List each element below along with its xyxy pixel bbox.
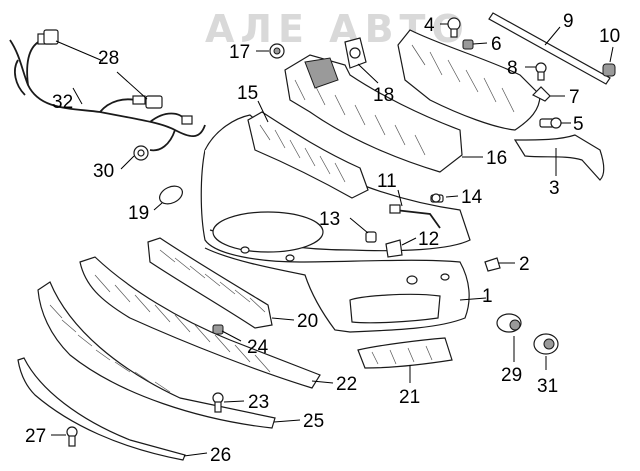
- callout-24: 24: [247, 337, 269, 358]
- connector-28: [43, 29, 163, 109]
- sensor-ring-19: [159, 185, 183, 205]
- callout-16: 16: [486, 148, 507, 169]
- bolt-23: [212, 392, 224, 413]
- upper-reinforcement-3: [397, 29, 605, 181]
- sensor-bezel-31: [533, 333, 559, 355]
- callout-9: 9: [563, 11, 574, 32]
- callout-15: 15: [237, 83, 258, 104]
- energy-absorber-15: [247, 111, 369, 199]
- callout-21: 21: [399, 387, 420, 408]
- callout-18: 18: [373, 85, 394, 106]
- callout-30: 30: [93, 161, 114, 182]
- clip-2: [484, 257, 501, 272]
- callout-7: 7: [569, 87, 580, 108]
- leader-lines: [51, 23, 614, 457]
- lower-grille-20: [147, 237, 273, 329]
- screw-5: [539, 117, 562, 129]
- seal-strip-9: [488, 12, 611, 85]
- callout-23: 23: [248, 392, 269, 413]
- lamp-wiring-11: [389, 204, 441, 229]
- callout-2: 2: [519, 254, 530, 275]
- bolt-8: [535, 62, 547, 81]
- callout-22: 22: [336, 374, 357, 395]
- callout-13: 13: [319, 209, 340, 230]
- callout-14: 14: [461, 187, 483, 208]
- air-deflector-25: [37, 281, 276, 429]
- callout-27: 27: [25, 426, 46, 447]
- callout-10: 10: [599, 26, 620, 47]
- callout-5: 5: [573, 114, 584, 135]
- callout-19: 19: [128, 203, 149, 224]
- reinforcement-beam-16: [284, 54, 463, 173]
- callout-32: 32: [52, 92, 73, 113]
- nut-6: [462, 39, 474, 50]
- bumper-stop-10: [602, 63, 616, 77]
- sensor-clip-30: [133, 145, 149, 161]
- bracket-18: [344, 37, 367, 69]
- screw-14: [430, 193, 444, 203]
- clip-13: [365, 231, 377, 243]
- clip-12: [385, 239, 403, 258]
- lower-trim-26: [17, 357, 186, 461]
- clip-17: [269, 43, 285, 59]
- lower-valance-22: [79, 256, 321, 389]
- callout-31: 31: [537, 376, 558, 397]
- callout-12: 12: [418, 229, 439, 250]
- callout-4: 4: [424, 15, 435, 36]
- screw-27: [66, 426, 78, 447]
- callout-8: 8: [507, 58, 518, 79]
- callout-26: 26: [210, 445, 231, 466]
- callout-29: 29: [501, 365, 522, 386]
- lamp-bezel-21: [357, 337, 453, 369]
- clip-24: [212, 324, 224, 335]
- callout-3: 3: [549, 178, 560, 199]
- callout-17: 17: [229, 42, 250, 63]
- callout-6: 6: [491, 34, 502, 55]
- callout-20: 20: [297, 311, 318, 332]
- callout-11: 11: [377, 171, 397, 192]
- push-pin-4: [447, 17, 461, 38]
- callout-28: 28: [98, 48, 119, 69]
- callout-labels: 1 2 3 4 5 6 7 8 9 10 11 12 13 14 15 16 1…: [25, 11, 620, 466]
- callout-1: 1: [482, 286, 493, 307]
- parking-sensor-29: [496, 313, 522, 333]
- callout-25: 25: [303, 411, 324, 432]
